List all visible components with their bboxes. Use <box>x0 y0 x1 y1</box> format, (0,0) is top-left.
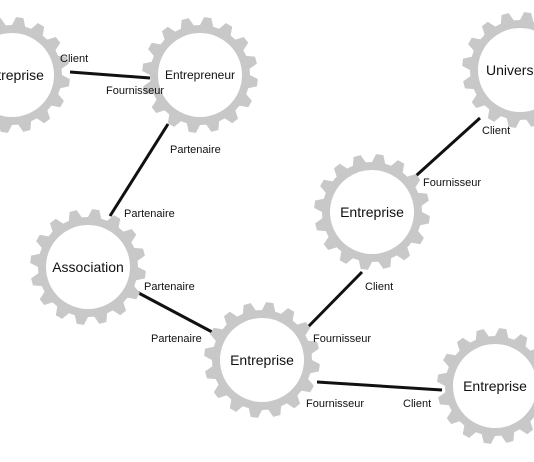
edge-entrepreneur-association <box>108 123 170 217</box>
edge-label-client: Client <box>403 398 431 410</box>
edge-entreprise-entrepreneur <box>69 70 151 80</box>
edge-label-client: Client <box>60 53 88 65</box>
node-label-entreprise: Entreprise <box>463 378 527 394</box>
gear-node-entreprise-topleft: Entreprise <box>0 17 70 133</box>
node-label-entrepreneur: Entrepreneur <box>165 68 235 82</box>
edge-label-partenaire: Partenaire <box>170 144 221 156</box>
node-label-entreprise: Entreprise <box>340 204 404 220</box>
edge-label-client: Client <box>482 125 510 137</box>
gear-center <box>158 33 242 117</box>
edge-entreprise-universites <box>406 116 482 185</box>
edges <box>69 70 482 392</box>
gear-node-entreprise-bottom: Entreprise <box>204 302 320 418</box>
gear-center <box>453 344 534 428</box>
gear-node-entreprise-middle: Entreprise <box>314 154 430 270</box>
gear-center <box>330 170 414 254</box>
edge-label-fournisseur: Fournisseur <box>423 177 481 189</box>
edge-association-entreprise <box>132 288 215 335</box>
edge-label-fournisseur: Fournisseur <box>106 85 164 97</box>
edge-labels: Client Fournisseur Partenaire Partenaire… <box>60 53 510 410</box>
node-label-universites: Universités <box>486 62 534 78</box>
edge-label-partenaire: Partenaire <box>124 208 175 220</box>
edge-label-partenaire: Partenaire <box>151 333 202 345</box>
edge-entreprise-entreprise-right <box>316 380 443 392</box>
gear-node-entrepreneur: Entrepreneur <box>142 17 258 133</box>
gear-center <box>0 33 54 117</box>
gear-center <box>478 28 534 112</box>
edge-label-client: Client <box>365 281 393 293</box>
edge-label-fournisseur: Fournisseur <box>306 398 364 410</box>
gear-node-association: Association <box>30 209 146 325</box>
gear-center <box>46 225 130 309</box>
gear-node-entreprise-bottomright: Entreprise <box>437 328 534 444</box>
gear-center <box>220 318 304 402</box>
edge-entreprise-entreprise-upper <box>303 270 364 332</box>
gear-node-universites: Universités <box>462 12 534 128</box>
edge-label-fournisseur: Fournisseur <box>313 333 371 345</box>
node-label-entreprise: Entreprise <box>0 67 44 83</box>
node-label-association: Association <box>52 259 124 275</box>
node-label-entreprise: Entreprise <box>230 352 294 368</box>
edge-label-partenaire: Partenaire <box>144 281 195 293</box>
